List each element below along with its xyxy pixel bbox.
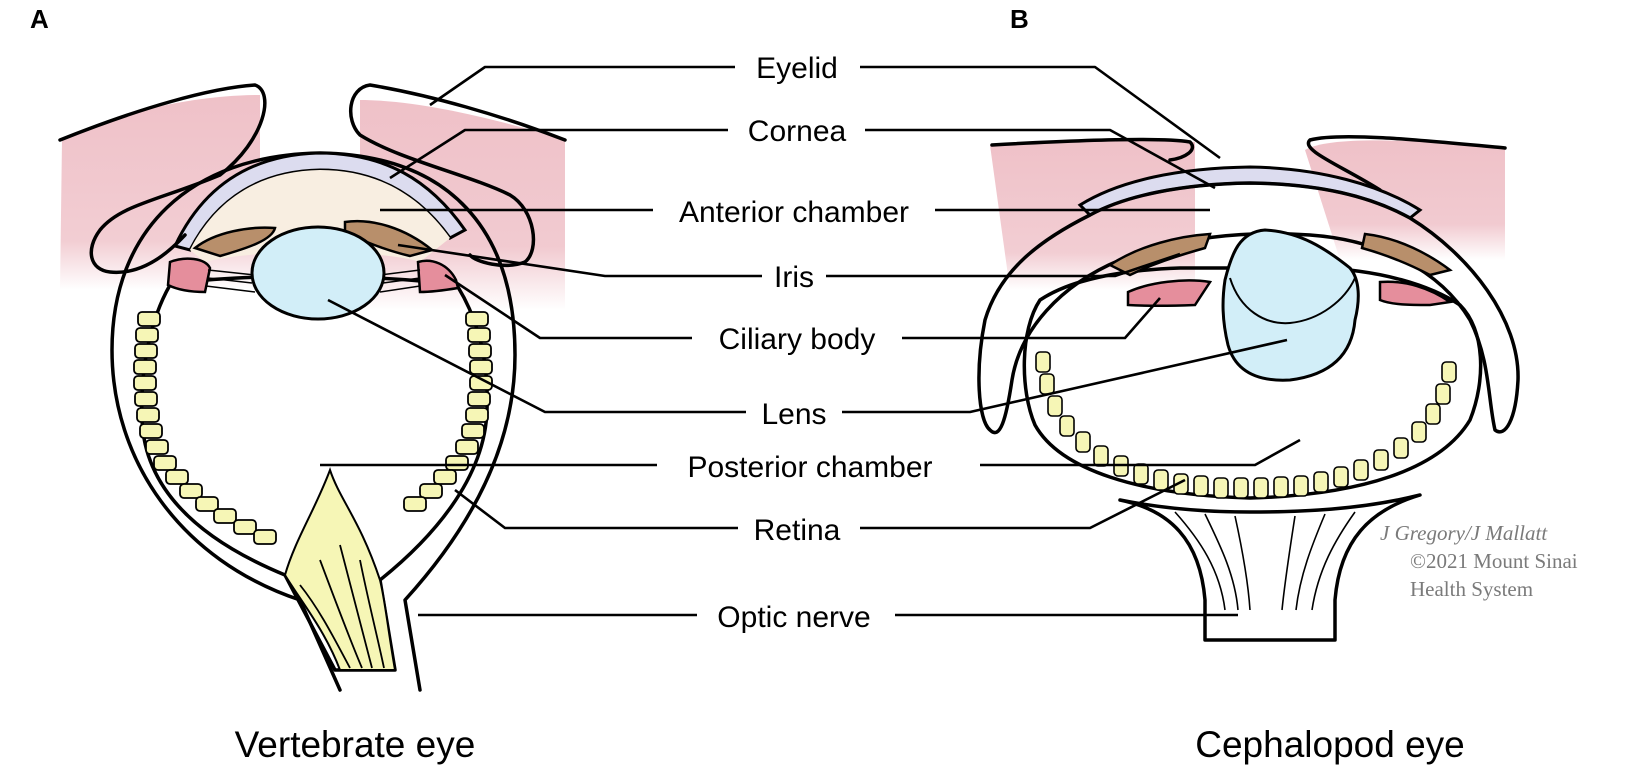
cephalopod-lens-boundary [1229,277,1356,325]
vertebrate-eyelid-left-outline [58,83,267,274]
vertebrate-retina [133,311,493,545]
vertebrate-ciliary-body-right [416,259,460,294]
caption-vertebrate-eye: Vertebrate eye [235,724,476,765]
label-posterior-chamber: Posterior chamber [687,451,932,484]
vertebrate-ciliary-body-left [166,257,212,294]
cephalopod-ciliary-body-right [1378,280,1454,307]
leader-cornea-b [865,128,1216,190]
cephalopod-nerve-fiber-lines [1174,511,1356,611]
cephalopod-ciliary-body-left [1126,279,1213,307]
cephalopod-eye-illustration [977,134,1520,642]
credit-institution: Health System [1410,577,1533,601]
label-eyelid: Eyelid [756,52,838,85]
leader-posterior-chamber-b [980,438,1301,467]
vertebrate-lens [250,225,386,321]
cephalopod-optic-nerve [1118,493,1422,642]
leader-retina-b [860,478,1186,530]
cephalopod-lens [1221,228,1360,382]
credit-authors: J Gregory/J Mallatt [1380,521,1548,545]
label-optic-nerve: Optic nerve [717,601,870,634]
label-iris: Iris [774,261,814,294]
cephalopod-iris-left [1107,232,1212,277]
label-retina: Retina [754,514,841,547]
caption-cephalopod-eye: Cephalopod eye [1195,724,1465,765]
leader-eyelid-a [429,65,735,107]
vertebrate-eye-illustration [58,83,567,692]
label-ciliary-body: Ciliary body [719,323,876,356]
panel-letter-a: A [30,4,49,34]
leader-ciliary-body-a [444,273,692,340]
vertebrate-nerve-fiber-lines [299,544,385,669]
leader-iris-a [397,243,762,278]
cephalopod-retina [1035,351,1457,499]
label-cornea: Cornea [748,115,847,148]
vertebrate-iris-left [192,226,277,258]
vertebrate-eyelid-right-outline [349,83,567,268]
cephalopod-iris-right [1360,232,1453,277]
cephalopod-eyelid-right-outline [1306,134,1507,192]
panel-letter-b: B [1010,4,1029,34]
cephalopod-eyelid-left-outline [990,137,1195,162]
leader-retina-a [454,488,738,530]
leader-ciliary-body-b [902,297,1161,340]
leader-eyelid-b [860,65,1221,160]
vertebrate-optic-nerve-fibers [283,467,397,671]
credit-copyright: ©2021 Mount Sinai [1410,549,1578,573]
leader-cornea-a [389,128,728,180]
leader-lens-a [327,298,746,414]
leader-lens-b [842,338,1288,414]
leader-iris-b [826,252,1181,278]
vertebrate-zonule-fibers [205,269,421,293]
label-anterior-chamber: Anterior chamber [679,196,909,229]
leader-lines [320,65,1301,617]
label-lens: Lens [761,398,826,431]
